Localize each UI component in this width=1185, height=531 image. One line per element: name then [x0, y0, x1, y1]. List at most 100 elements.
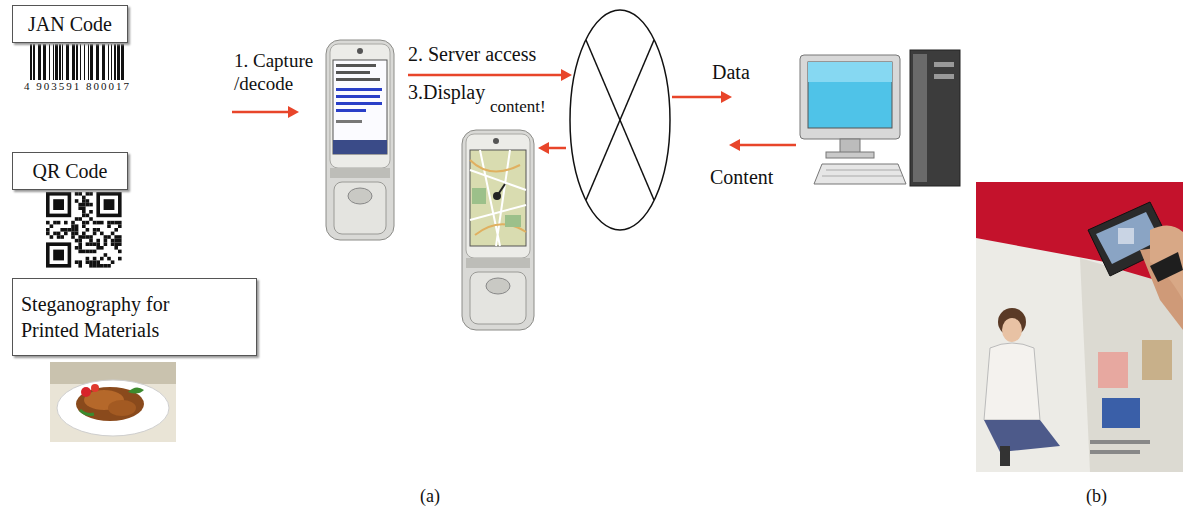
mobile-phone [336, 78, 380, 81]
barcode-bar [117, 44, 120, 80]
qr-module [78, 260, 82, 264]
mobile-phone [497, 184, 505, 196]
qr-module [46, 228, 50, 232]
qr-module [60, 228, 64, 232]
flow-arrow [538, 142, 549, 154]
mobile-phone [336, 64, 376, 67]
qr-module [64, 221, 68, 225]
mobile-phone [470, 150, 526, 246]
mobile-phone [336, 88, 382, 91]
network-cloud [570, 10, 670, 230]
qr-module [93, 228, 97, 232]
qr-module [53, 221, 57, 225]
qr-module [86, 235, 90, 239]
label-holder: (a) [420, 486, 440, 508]
photo [1102, 398, 1140, 428]
barcode-bar [108, 44, 109, 80]
qr-module [96, 264, 100, 268]
qr-module [86, 214, 90, 218]
network-cloud [586, 40, 654, 200]
qr-module [100, 264, 104, 268]
food-photo [81, 387, 91, 397]
food-photo [108, 400, 136, 416]
photo [1002, 318, 1022, 342]
step-label: Content [710, 165, 773, 189]
qr-module [104, 242, 108, 246]
flow-arrow [672, 96, 722, 99]
barcode-bar [72, 44, 75, 80]
qr-module [86, 242, 90, 246]
qr-code [46, 192, 122, 268]
qr-module [104, 239, 108, 243]
qr-module [82, 210, 86, 214]
barcode-bar [102, 44, 105, 80]
qr-module [82, 235, 86, 239]
qr-finder [53, 250, 64, 261]
photo [976, 182, 1183, 472]
computer [934, 74, 954, 79]
qr-module [104, 235, 108, 239]
label-box: QR Code [12, 152, 128, 190]
barcode-bar [88, 44, 89, 80]
qr-module [71, 224, 75, 228]
qr-module [96, 246, 100, 250]
mobile-phone [470, 272, 526, 324]
label-holder: content! [490, 97, 546, 117]
qr-module [118, 224, 122, 228]
qr-module [93, 250, 97, 254]
photo [1090, 450, 1140, 454]
qr-module [75, 239, 79, 243]
photo [984, 420, 1060, 452]
label-holder: 4 903591 800017 [24, 80, 131, 93]
food-photo [80, 410, 94, 415]
qr-module [64, 228, 68, 232]
qr-module [111, 232, 115, 236]
photo [984, 343, 1040, 420]
qr-module [78, 203, 82, 207]
qr-module [118, 221, 122, 225]
step-label: content! [490, 97, 546, 117]
network-cloud [570, 10, 670, 230]
qr-module [82, 250, 86, 254]
computer [826, 152, 874, 158]
qr-module [75, 199, 79, 203]
label-holder: 3.Display [408, 80, 485, 104]
qr-module [96, 239, 100, 243]
qr-module [89, 235, 93, 239]
flow-arrow [232, 69, 796, 154]
qr-module [71, 235, 75, 239]
mobile-phone [336, 71, 370, 74]
qr-module [107, 221, 111, 225]
barcode-digits: 4 903591 800017 [24, 80, 131, 93]
qr-module [96, 260, 100, 264]
label-box: Steganography for Printed Materials [12, 278, 257, 356]
mobile-phone [334, 182, 386, 234]
barcode [30, 44, 124, 80]
mobile-phone [357, 48, 363, 54]
computer [808, 62, 892, 128]
computer [934, 62, 954, 67]
qr-module [96, 221, 100, 225]
qr-module [86, 228, 90, 232]
computer [800, 55, 900, 139]
qr-module [46, 232, 50, 236]
mobile-phone [505, 215, 521, 227]
computer [800, 50, 960, 186]
mobile-phone [462, 130, 534, 330]
qr-module [86, 199, 90, 203]
qr-finder [46, 192, 71, 217]
barcode-bar [76, 44, 78, 80]
qr-module [89, 239, 93, 243]
barcode-bar [59, 44, 61, 80]
label-holder: 1. Capture /decode [234, 50, 322, 96]
qr-module [46, 221, 50, 225]
qr-module [93, 232, 97, 236]
computer [808, 62, 892, 82]
qr-module [78, 246, 82, 250]
qr-module [100, 221, 104, 225]
qr-module [82, 224, 86, 228]
qr-module [114, 242, 118, 246]
qr-module [86, 257, 90, 261]
qr-finder [50, 196, 68, 214]
qr-module [82, 206, 86, 210]
